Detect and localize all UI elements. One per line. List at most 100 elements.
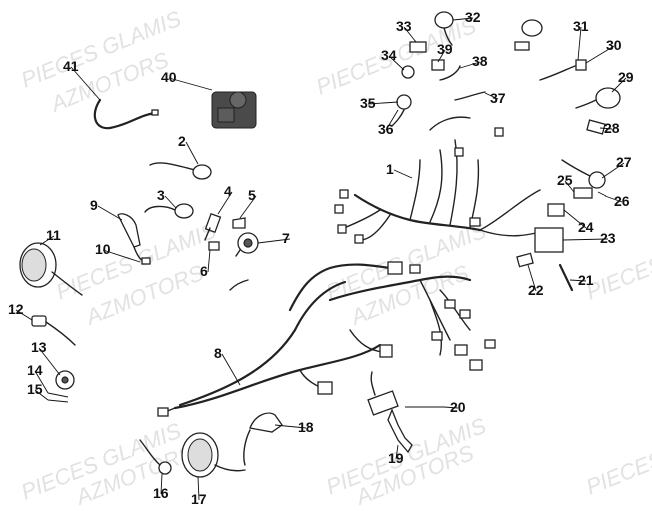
callout-leader-23 xyxy=(562,238,609,241)
callout-leader-9 xyxy=(97,205,123,221)
part-29-lamp xyxy=(575,87,621,109)
callout-37: 37 xyxy=(490,90,506,106)
watermark-layer: PIECES GLAMIS AZMOTORS PIECES GLAMIS PIE… xyxy=(18,6,652,511)
callout-leader-5 xyxy=(239,195,257,219)
callout-4: 4 xyxy=(224,183,232,199)
callout-leader-16 xyxy=(160,473,163,495)
callout-leader-21 xyxy=(569,279,587,282)
part-7-ignition-switch xyxy=(235,232,259,257)
callout-leader-39 xyxy=(437,49,446,63)
callout-leader-34 xyxy=(388,55,405,71)
callout-leader-3 xyxy=(164,195,177,209)
part-6-plug xyxy=(208,241,220,251)
callout-leader-22 xyxy=(527,264,537,292)
part-18-mirror xyxy=(243,412,283,466)
part-31-30-switch xyxy=(539,59,587,81)
callout-leader-33 xyxy=(403,26,417,43)
callout-19: 19 xyxy=(388,450,404,466)
callout-16: 16 xyxy=(153,485,169,501)
part-19-20-switch xyxy=(367,371,444,454)
part-38-wire xyxy=(439,65,461,81)
part-16-connector xyxy=(139,439,172,475)
part-2-switch xyxy=(149,162,212,180)
part-9-lever xyxy=(117,213,151,265)
part-27-lamp xyxy=(561,159,606,189)
callout-leader-7 xyxy=(257,238,291,244)
callout-leader-31 xyxy=(577,26,582,61)
callout-27: 27 xyxy=(616,154,632,170)
part-26-bolt xyxy=(597,191,607,197)
part-32-lamp xyxy=(434,11,454,46)
callout-leader-1 xyxy=(393,169,413,179)
callout-30: 30 xyxy=(606,37,622,53)
part-17-lamp xyxy=(181,432,246,478)
callout-36: 36 xyxy=(378,121,394,137)
callout-24: 24 xyxy=(578,219,594,235)
part-25-box xyxy=(573,187,593,199)
callout-10: 10 xyxy=(95,241,111,257)
callout-7: 7 xyxy=(282,230,290,246)
callout-2: 2 xyxy=(178,133,186,149)
callout-23: 23 xyxy=(600,230,616,246)
callout-leader-26 xyxy=(604,195,623,203)
part-37-wire xyxy=(454,91,486,101)
part-39-connector xyxy=(431,59,445,71)
callout-leader-19 xyxy=(395,444,399,460)
callout-15: 15 xyxy=(27,381,43,397)
part-40-flasher xyxy=(211,91,257,129)
callout-32: 32 xyxy=(465,9,481,25)
callout-leader-24 xyxy=(563,209,587,229)
callout-22: 22 xyxy=(528,282,544,298)
part-14-15-bolts xyxy=(47,392,69,403)
callout-leader-27 xyxy=(601,162,625,179)
callout-31: 31 xyxy=(573,18,589,34)
callout-leader-37 xyxy=(484,92,499,100)
callout-28: 28 xyxy=(604,120,620,136)
part-3-switch xyxy=(144,203,194,219)
callout-leader-17 xyxy=(197,476,200,501)
callout-11: 11 xyxy=(46,227,61,243)
callout-17: 17 xyxy=(191,491,207,507)
callout-leader-13 xyxy=(38,347,61,376)
callout-38: 38 xyxy=(472,53,488,69)
watermark-bottom-right: PIECES GLAMIS xyxy=(583,413,652,500)
part-8-main-harness xyxy=(157,261,496,417)
callout-leader-8 xyxy=(221,353,241,386)
callout-leaders xyxy=(15,17,627,501)
part-34-connector xyxy=(401,65,415,79)
callout-5: 5 xyxy=(248,187,256,203)
part-5-relay xyxy=(232,217,246,229)
callout-40: 40 xyxy=(161,69,177,85)
callout-29: 29 xyxy=(618,69,634,85)
callout-leader-18 xyxy=(274,424,307,429)
part-35-36-switch xyxy=(391,94,412,127)
callout-33: 33 xyxy=(396,18,412,34)
callout-26: 26 xyxy=(614,193,630,209)
callout-14: 14 xyxy=(27,362,43,378)
callout-18: 18 xyxy=(298,419,314,435)
callout-leader-12 xyxy=(15,309,33,321)
part-23-battery xyxy=(534,227,564,253)
callout-34: 34 xyxy=(381,47,397,63)
callout-leader-15 xyxy=(34,389,49,401)
callout-leader-29 xyxy=(611,77,627,93)
callout-13: 13 xyxy=(31,339,47,355)
callout-21: 21 xyxy=(578,272,594,288)
callout-8: 8 xyxy=(214,345,222,361)
part-1-upper-harness xyxy=(334,116,549,244)
callout-leader-32 xyxy=(452,17,474,21)
part-12-switch xyxy=(31,315,76,346)
callout-leader-6 xyxy=(207,249,211,273)
part-28-plate xyxy=(586,119,606,135)
callout-leader-10 xyxy=(102,249,141,263)
callout-1: 1 xyxy=(386,161,394,177)
callout-leader-35 xyxy=(367,101,399,105)
part-4-connector xyxy=(204,212,222,241)
part-41-cable xyxy=(93,98,159,130)
callout-41: 41 xyxy=(63,58,79,74)
part-top-right-lamp xyxy=(514,19,543,51)
part-24-box xyxy=(547,203,565,217)
callout-3: 3 xyxy=(157,187,165,203)
callout-20: 20 xyxy=(450,399,466,415)
